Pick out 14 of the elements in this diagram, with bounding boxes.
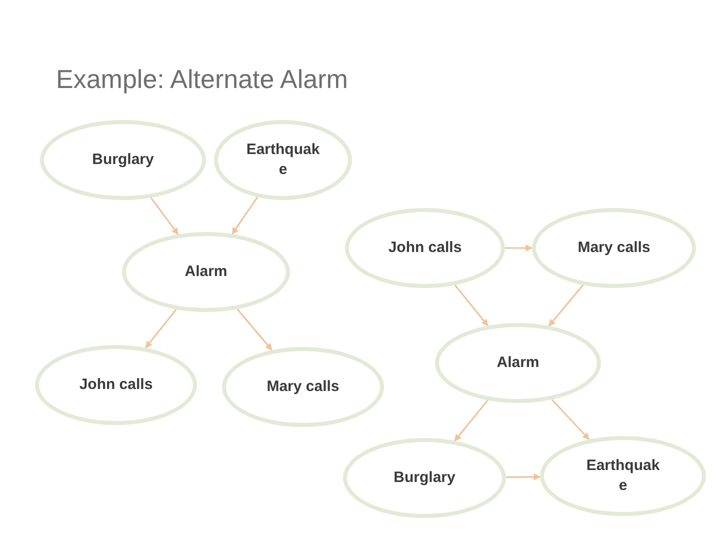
node-label: Alarm — [184, 262, 228, 282]
arrow — [506, 473, 541, 480]
node-label: Mary calls — [576, 238, 652, 258]
arrow — [505, 244, 533, 252]
node-label: John calls — [387, 238, 463, 258]
node-label: Earthquak e — [585, 456, 661, 496]
arrow — [150, 197, 179, 235]
node-label: Burglary — [91, 150, 155, 170]
diagram-title: Example: Alternate Alarm — [56, 64, 348, 95]
node-label: Alarm — [496, 352, 540, 373]
node-label: Earthquak e — [245, 140, 321, 180]
node-label: John calls — [78, 374, 154, 395]
node-label: Mary calls — [266, 376, 340, 397]
node-label: Burglary — [392, 468, 456, 488]
